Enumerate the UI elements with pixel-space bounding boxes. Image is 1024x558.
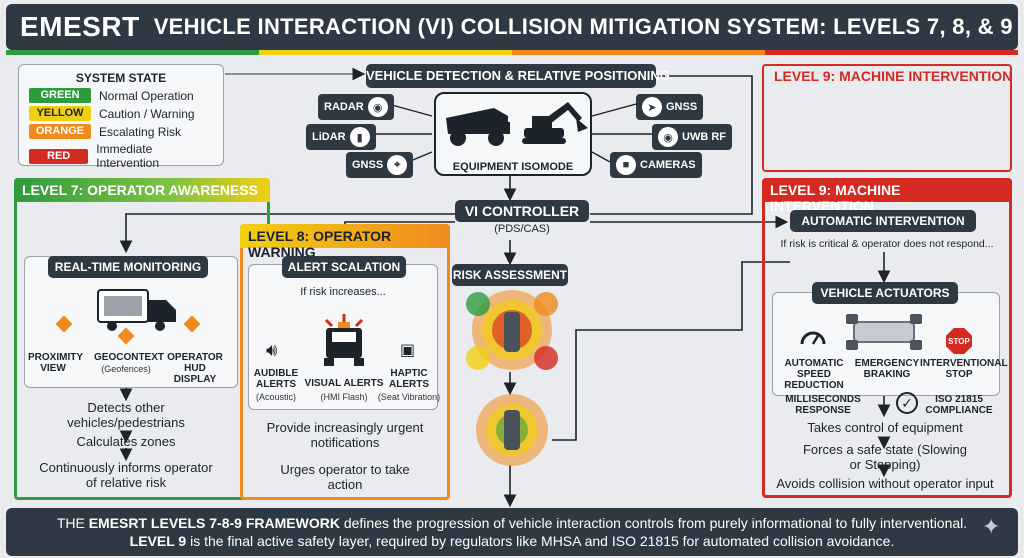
iso-compliance-label: ISO 21815 COMPLIANCE	[925, 394, 993, 416]
brand-title: EMESRT	[20, 11, 140, 42]
geocontext-label: GEOCONTEXT	[94, 352, 165, 363]
equipment-isomode-box: EQUIPMENT ISOMODE	[434, 92, 592, 176]
footer-summary: THE EMESRT LEVELS 7-8-9 FRAMEWORK define…	[6, 508, 1018, 556]
sensor-lidar: LiDAR▮	[306, 124, 376, 150]
sensor-label: UWB RF	[682, 131, 726, 143]
sensor-label: RADAR	[324, 101, 364, 113]
real-time-monitoring-title: REAL-TIME MONITORING	[48, 256, 208, 278]
lidar-icon: ▮	[349, 127, 370, 147]
stop-sign-icon: STOP	[946, 328, 972, 354]
level9-step-3: Avoids collision without operator input	[776, 476, 994, 491]
footer-emphasis: LEVEL 9	[129, 533, 187, 549]
state-row-orange: ORANGE Escalating Risk	[29, 124, 213, 139]
level7-step-1: Detects other vehicles/pedestrians	[67, 400, 185, 430]
vehicle-actuators-title: VEHICLE ACTUATORS	[812, 282, 958, 304]
visual-alerts-label: VISUAL ALERTS	[304, 378, 384, 389]
state-row-yellow: YELLOW Caution / Warning	[29, 106, 213, 121]
flashing-truck-icon	[324, 314, 364, 366]
level8-step-1: Provide increasingly urgent notification…	[266, 420, 424, 450]
sensor-gnss-left: GNSS⌖	[346, 152, 414, 178]
navigation-arrow-icon: ➤	[642, 97, 662, 117]
emergency-braking-label: EMERGENCY BRAKING	[854, 358, 920, 380]
level9-top-tab: LEVEL 9: MACHINE INTERVENTION	[774, 68, 1013, 84]
check-icon: ✓	[896, 392, 918, 414]
sparkle-icon: ✦	[982, 514, 1001, 539]
operator-hud-label: OPERATOR HUD DISPLAY	[167, 352, 223, 385]
audible-alerts-sub: (Acoustic)	[255, 392, 296, 402]
seat-vibration-icon: ▣	[400, 342, 416, 359]
state-label: Normal Operation	[99, 88, 194, 103]
level8-tab: LEVEL 8: OPERATOR WARNING	[240, 224, 450, 260]
speedometer-icon	[800, 331, 826, 345]
page-title: VEHICLE INTERACTION (VI) COLLISION MITIG…	[153, 14, 1013, 39]
level9-panel	[762, 178, 1012, 498]
geocontext-sub: (Geofences)	[101, 364, 151, 374]
state-code: YELLOW	[29, 106, 91, 121]
state-row-green: GREEN Normal Operation	[29, 88, 213, 103]
radar-icon: ◉	[367, 97, 388, 117]
level7-step-2: Calculates zones	[76, 434, 176, 449]
level8-trigger: If risk increases...	[300, 286, 386, 298]
footer-line-2: LEVEL 9 is the final active safety layer…	[6, 532, 1018, 550]
level9-trigger: If risk is critical & operator does not …	[780, 238, 994, 250]
haptic-alerts-label: HAPTIC ALERTS	[389, 368, 429, 390]
state-code: ORANGE	[29, 124, 91, 139]
level7-step-3: Continuously informs operator of relativ…	[39, 460, 213, 490]
audible-alerts-label: AUDIBLE ALERTS	[253, 368, 299, 390]
footer-text: is the final active safety layer, requir…	[186, 533, 895, 549]
proximity-view-label: PROXIMITY VIEW	[28, 352, 84, 374]
system-state-title: SYSTEM STATE	[75, 71, 167, 85]
equipment-isomode-label: EQUIPMENT ISOMODE	[452, 161, 574, 173]
alert-scalation-title: ALERT SCALATION	[282, 256, 406, 278]
state-code: GREEN	[29, 88, 91, 103]
camera-icon: ■	[616, 155, 636, 175]
level9-tab: LEVEL 9: MACHINE INTERVENTION	[762, 178, 1012, 214]
state-label: Caution / Warning	[99, 106, 195, 121]
level9-top-panel	[762, 64, 1012, 172]
vehicle-chassis-icon	[846, 314, 922, 350]
risk-zone-bottom-graphic	[476, 394, 548, 466]
vi-controller-title: VI CONTROLLER	[455, 200, 589, 222]
haptic-alerts-sub: (Seat Vibration)	[377, 392, 441, 402]
milliseconds-response-label: MILLISECONDS RESPONSE	[785, 394, 861, 416]
truck-monitor-icon	[97, 289, 176, 331]
footer-text: THE	[56, 515, 89, 531]
level9-step-1: Takes control of equipment	[807, 420, 963, 435]
signal-icon: ◉	[658, 127, 678, 147]
risk-assessment-title: RISK ASSESSMENT	[452, 264, 568, 286]
sensor-radar: RADAR◉	[318, 94, 394, 120]
level7-tab: LEVEL 7: OPERATOR AWARENESS	[14, 178, 270, 202]
state-label: Escalating Risk	[99, 124, 182, 139]
automatic-intervention-title: AUTOMATIC INTERVENTION	[790, 210, 976, 232]
risk-zone-top-graphic	[466, 290, 558, 370]
page-header: EMESRT VEHICLE INTERACTION (VI) COLLISIO…	[6, 4, 1018, 50]
footer-text: defines the progression of vehicle inter…	[339, 515, 968, 531]
location-pin-icon: ⌖	[387, 155, 408, 175]
sensor-label: GNSS	[352, 159, 384, 171]
level8-step-2: Urges operator to take action	[280, 462, 410, 492]
sensor-uwb: ◉ UWB RF	[652, 124, 732, 150]
speaker-icon: 🔊︎	[266, 340, 278, 360]
speed-reduction-label: AUTOMATIC SPEED REDUCTION	[784, 358, 844, 391]
sensor-cameras: ■ CAMERAS	[610, 152, 702, 178]
sensor-label: CAMERAS	[640, 159, 696, 171]
level9-step-2: Forces a safe state (Slowing or Stopping…	[802, 442, 968, 472]
interventional-stop-label: INTERVENTIONAL STOP	[920, 358, 1008, 380]
state-row-red: RED Immediate Intervention	[29, 142, 213, 170]
detection-title: VEHICLE DETECTION & RELATIVE POSITIONING	[366, 64, 670, 88]
haul-truck-excavator-icon	[446, 102, 588, 146]
vi-controller-subtitle: (PDS/CAS)	[494, 223, 550, 235]
visual-alerts-sub: (HMI Flash)	[320, 392, 368, 402]
footer-line-1: THE EMESRT LEVELS 7-8-9 FRAMEWORK define…	[6, 514, 1018, 532]
sensor-label: LiDAR	[312, 131, 346, 143]
sensor-label: GNSS	[666, 101, 698, 113]
color-stripe	[6, 50, 1018, 55]
footer-emphasis: EMESRT LEVELS 7-8-9 FRAMEWORK	[88, 515, 340, 531]
system-state-legend: SYSTEM STATE GREEN Normal Operation YELLO…	[18, 64, 224, 170]
state-code: RED	[29, 148, 89, 164]
sensor-gnss-right: ➤ GNSS	[636, 94, 704, 120]
state-label: Immediate Intervention	[96, 142, 159, 170]
